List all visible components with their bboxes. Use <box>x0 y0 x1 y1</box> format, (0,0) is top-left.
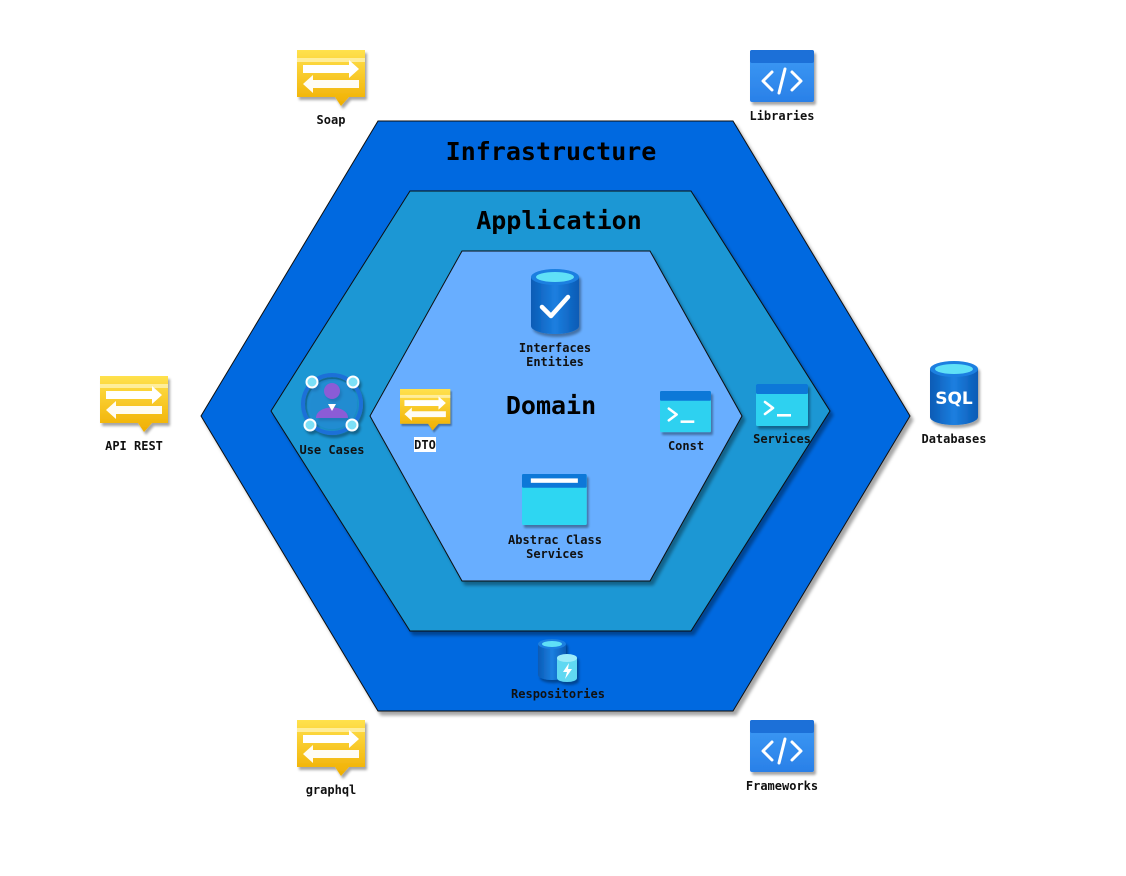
domain-hexagon <box>369 250 743 582</box>
entities-label: Entities <box>526 355 584 369</box>
user-network-icon <box>301 373 363 435</box>
dto-label: DTO <box>414 438 436 452</box>
graphql-node: graphql <box>297 720 365 797</box>
infrastructure-title: Infrastructure <box>446 137 657 166</box>
graphql-label: graphql <box>306 783 357 797</box>
use-cases-label: Use Cases <box>299 443 364 457</box>
services-sublabel: Services <box>526 547 584 561</box>
console-icon <box>658 389 713 434</box>
exchange-message-icon <box>100 376 168 432</box>
dto-node: DTO <box>400 389 451 452</box>
console-icon <box>754 382 810 428</box>
exchange-message-icon <box>297 50 365 106</box>
libraries-label: Libraries <box>749 109 814 123</box>
repositories-node: Respositories <box>511 639 605 701</box>
application-title: Application <box>476 206 642 235</box>
services-node: Services <box>753 382 811 446</box>
abstract-class-label: Abstrac Class <box>508 533 602 547</box>
frameworks-label: Frameworks <box>746 779 818 793</box>
api-rest-label: API REST <box>105 439 163 453</box>
database-bolt-icon <box>538 639 577 682</box>
services-label: Services <box>753 432 811 446</box>
domain-title: Domain <box>506 391 596 420</box>
use-cases-node: Use Cases <box>299 373 365 457</box>
const-node: Const <box>658 389 713 453</box>
frameworks-node: Frameworks <box>746 718 818 793</box>
databases-node: SQL Databases <box>921 361 987 446</box>
abstract-class-services-node: Abstrac Class Services <box>508 474 602 561</box>
sql-icon-text: SQL <box>935 389 973 409</box>
code-icon <box>748 718 816 774</box>
const-label: Const <box>668 439 704 453</box>
sql-database-icon: SQL <box>930 361 978 425</box>
exchange-message-icon <box>297 720 365 776</box>
interfaces-label: Interfaces <box>519 341 591 355</box>
window-icon <box>522 474 587 525</box>
soap-node: Soap <box>297 50 365 127</box>
repositories-label: Respositories <box>511 687 605 701</box>
interfaces-entities-node: Interfaces Entities <box>519 269 591 369</box>
database-check-icon <box>531 269 579 334</box>
code-icon <box>748 48 816 104</box>
libraries-node: Libraries <box>748 48 816 123</box>
soap-label: Soap <box>317 113 346 127</box>
api-rest-node: API REST <box>100 376 168 453</box>
databases-label: Databases <box>921 432 986 446</box>
